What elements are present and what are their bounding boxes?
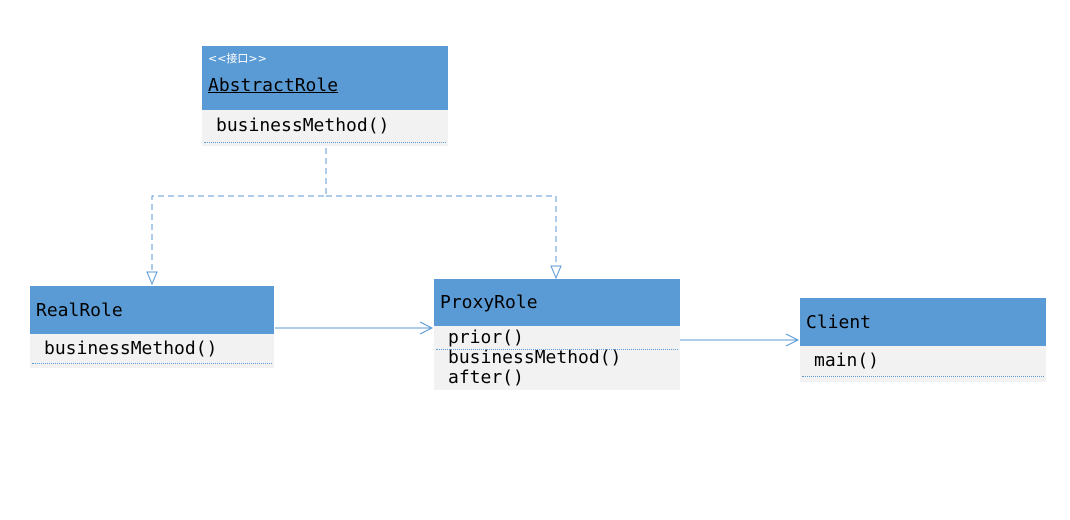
divider <box>204 142 446 143</box>
class-name: Client <box>806 311 872 333</box>
class-real-role[interactable]: RealRole businessMethod() <box>30 286 274 368</box>
method-list: businessMethod() <box>202 110 448 146</box>
class-name: ProxyRole <box>440 292 538 313</box>
method-item: main() <box>814 350 880 371</box>
class-name: AbstractRole <box>208 75 339 96</box>
association-real-to-proxy <box>275 321 434 335</box>
method-item: after() <box>448 367 524 388</box>
class-header: Client <box>800 298 1046 346</box>
divider <box>32 363 272 364</box>
class-name: RealRole <box>36 299 123 321</box>
method-list: businessMethod() <box>30 334 274 368</box>
divider <box>802 376 1044 377</box>
association-proxy-to-client <box>680 333 800 347</box>
class-header: RealRole <box>30 286 274 334</box>
method-item: prior() <box>448 327 524 348</box>
method-list: main() <box>800 346 1046 382</box>
class-proxy-role[interactable]: ProxyRole prior() businessMethod() after… <box>434 279 680 390</box>
method-item: businessMethod() <box>44 338 218 359</box>
class-header: ProxyRole <box>434 279 680 326</box>
class-client[interactable]: Client main() <box>800 298 1046 382</box>
divider <box>436 349 678 350</box>
hollow-arrowhead-proxy-role <box>550 265 562 280</box>
method-list: prior() businessMethod() after() <box>434 326 680 390</box>
realization-real-role <box>151 148 327 272</box>
stereotype-label: <<接口>> <box>208 52 267 65</box>
method-item: businessMethod() <box>216 115 390 136</box>
hollow-arrowhead-real-role <box>146 271 158 286</box>
realization-proxy-role <box>326 195 557 266</box>
class-header: <<接口>> AbstractRole <box>202 46 448 110</box>
class-abstract-role[interactable]: <<接口>> AbstractRole businessMethod() <box>202 46 448 146</box>
method-item: businessMethod() <box>448 347 622 368</box>
